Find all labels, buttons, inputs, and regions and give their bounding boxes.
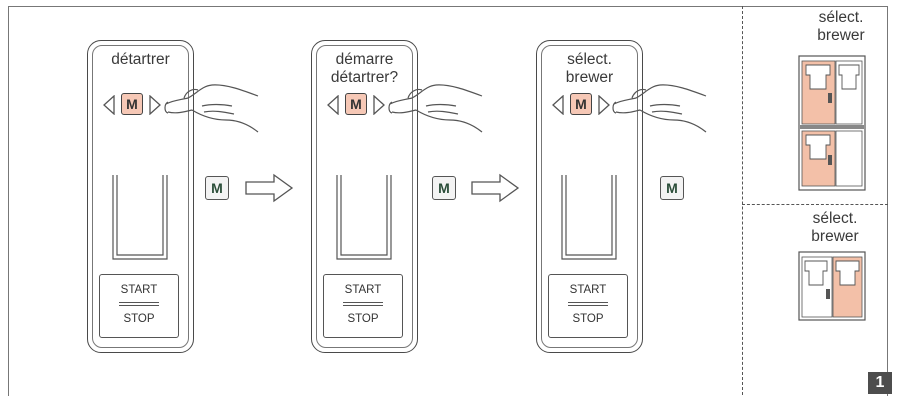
display-line-1: détartrer: [111, 51, 170, 68]
panel-inner-border: [92, 45, 189, 348]
panel-display-text: démarre détartrer?: [312, 51, 417, 87]
nav-right-icon[interactable]: [148, 95, 162, 115]
step-menu-key-2: M: [432, 176, 456, 200]
figure-frame: [8, 6, 888, 396]
brewer-machine-right-selected: [798, 251, 866, 321]
step-menu-key-3: M: [660, 176, 684, 200]
side-top-line-2: brewer: [817, 27, 865, 44]
start-label: START: [344, 284, 382, 296]
horizontal-divider: [742, 204, 888, 205]
side-bottom-line-1: sélect.: [812, 210, 858, 227]
panel-display-text: sélect. brewer: [537, 51, 642, 87]
start-stop-button[interactable]: START STOP: [99, 274, 179, 338]
pointing-hand-icon: [388, 84, 483, 133]
panel-inner-border: [541, 45, 638, 348]
start-stop-button[interactable]: START STOP: [323, 274, 403, 338]
nav-right-icon[interactable]: [597, 95, 611, 115]
display-line-2: brewer: [565, 69, 614, 86]
nav-left-icon[interactable]: [551, 95, 565, 115]
step-menu-key-1: M: [205, 176, 229, 200]
start-stop-button[interactable]: START STOP: [548, 274, 628, 338]
nav-right-icon[interactable]: [372, 95, 386, 115]
start-stop-divider: [119, 302, 159, 306]
pointing-hand-icon: [612, 84, 707, 133]
panel-display-text: détartrer: [88, 51, 193, 69]
nav-left-icon[interactable]: [326, 95, 340, 115]
brewer-machine-left-selected: [798, 55, 866, 191]
panel-inner-border: [316, 45, 413, 348]
start-stop-divider: [343, 302, 383, 306]
side-top-label: sélect. brewer: [806, 9, 876, 45]
display-line-2: détartrer?: [330, 69, 399, 86]
side-bottom-label: sélect. brewer: [800, 210, 870, 246]
menu-button[interactable]: M: [345, 93, 367, 115]
dispense-slot: [112, 175, 168, 260]
figure-number-badge: 1: [868, 372, 892, 394]
menu-button[interactable]: M: [570, 93, 592, 115]
display-line-1: démarre: [335, 51, 394, 68]
step-arrow-2: [471, 173, 520, 203]
step-arrow-1: [245, 173, 294, 203]
stop-label: STOP: [347, 313, 379, 325]
start-label: START: [120, 284, 158, 296]
menu-button[interactable]: M: [121, 93, 143, 115]
start-label: START: [569, 284, 607, 296]
stop-label: STOP: [123, 313, 155, 325]
nav-left-icon[interactable]: [102, 95, 116, 115]
dispense-slot: [561, 175, 617, 260]
side-top-line-1: sélect.: [818, 9, 864, 26]
vertical-divider: [742, 6, 743, 395]
display-line-1: sélect.: [567, 51, 612, 68]
side-bottom-line-2: brewer: [811, 228, 859, 245]
control-panel-2: démarre détartrer? M START STOP: [311, 40, 418, 353]
dispense-slot: [336, 175, 392, 260]
stop-label: STOP: [572, 313, 604, 325]
start-stop-divider: [568, 302, 608, 306]
control-panel-3: sélect. brewer M START STOP: [536, 40, 643, 353]
pointing-hand-icon: [164, 84, 259, 133]
control-panel-1: détartrer M START STOP: [87, 40, 194, 353]
